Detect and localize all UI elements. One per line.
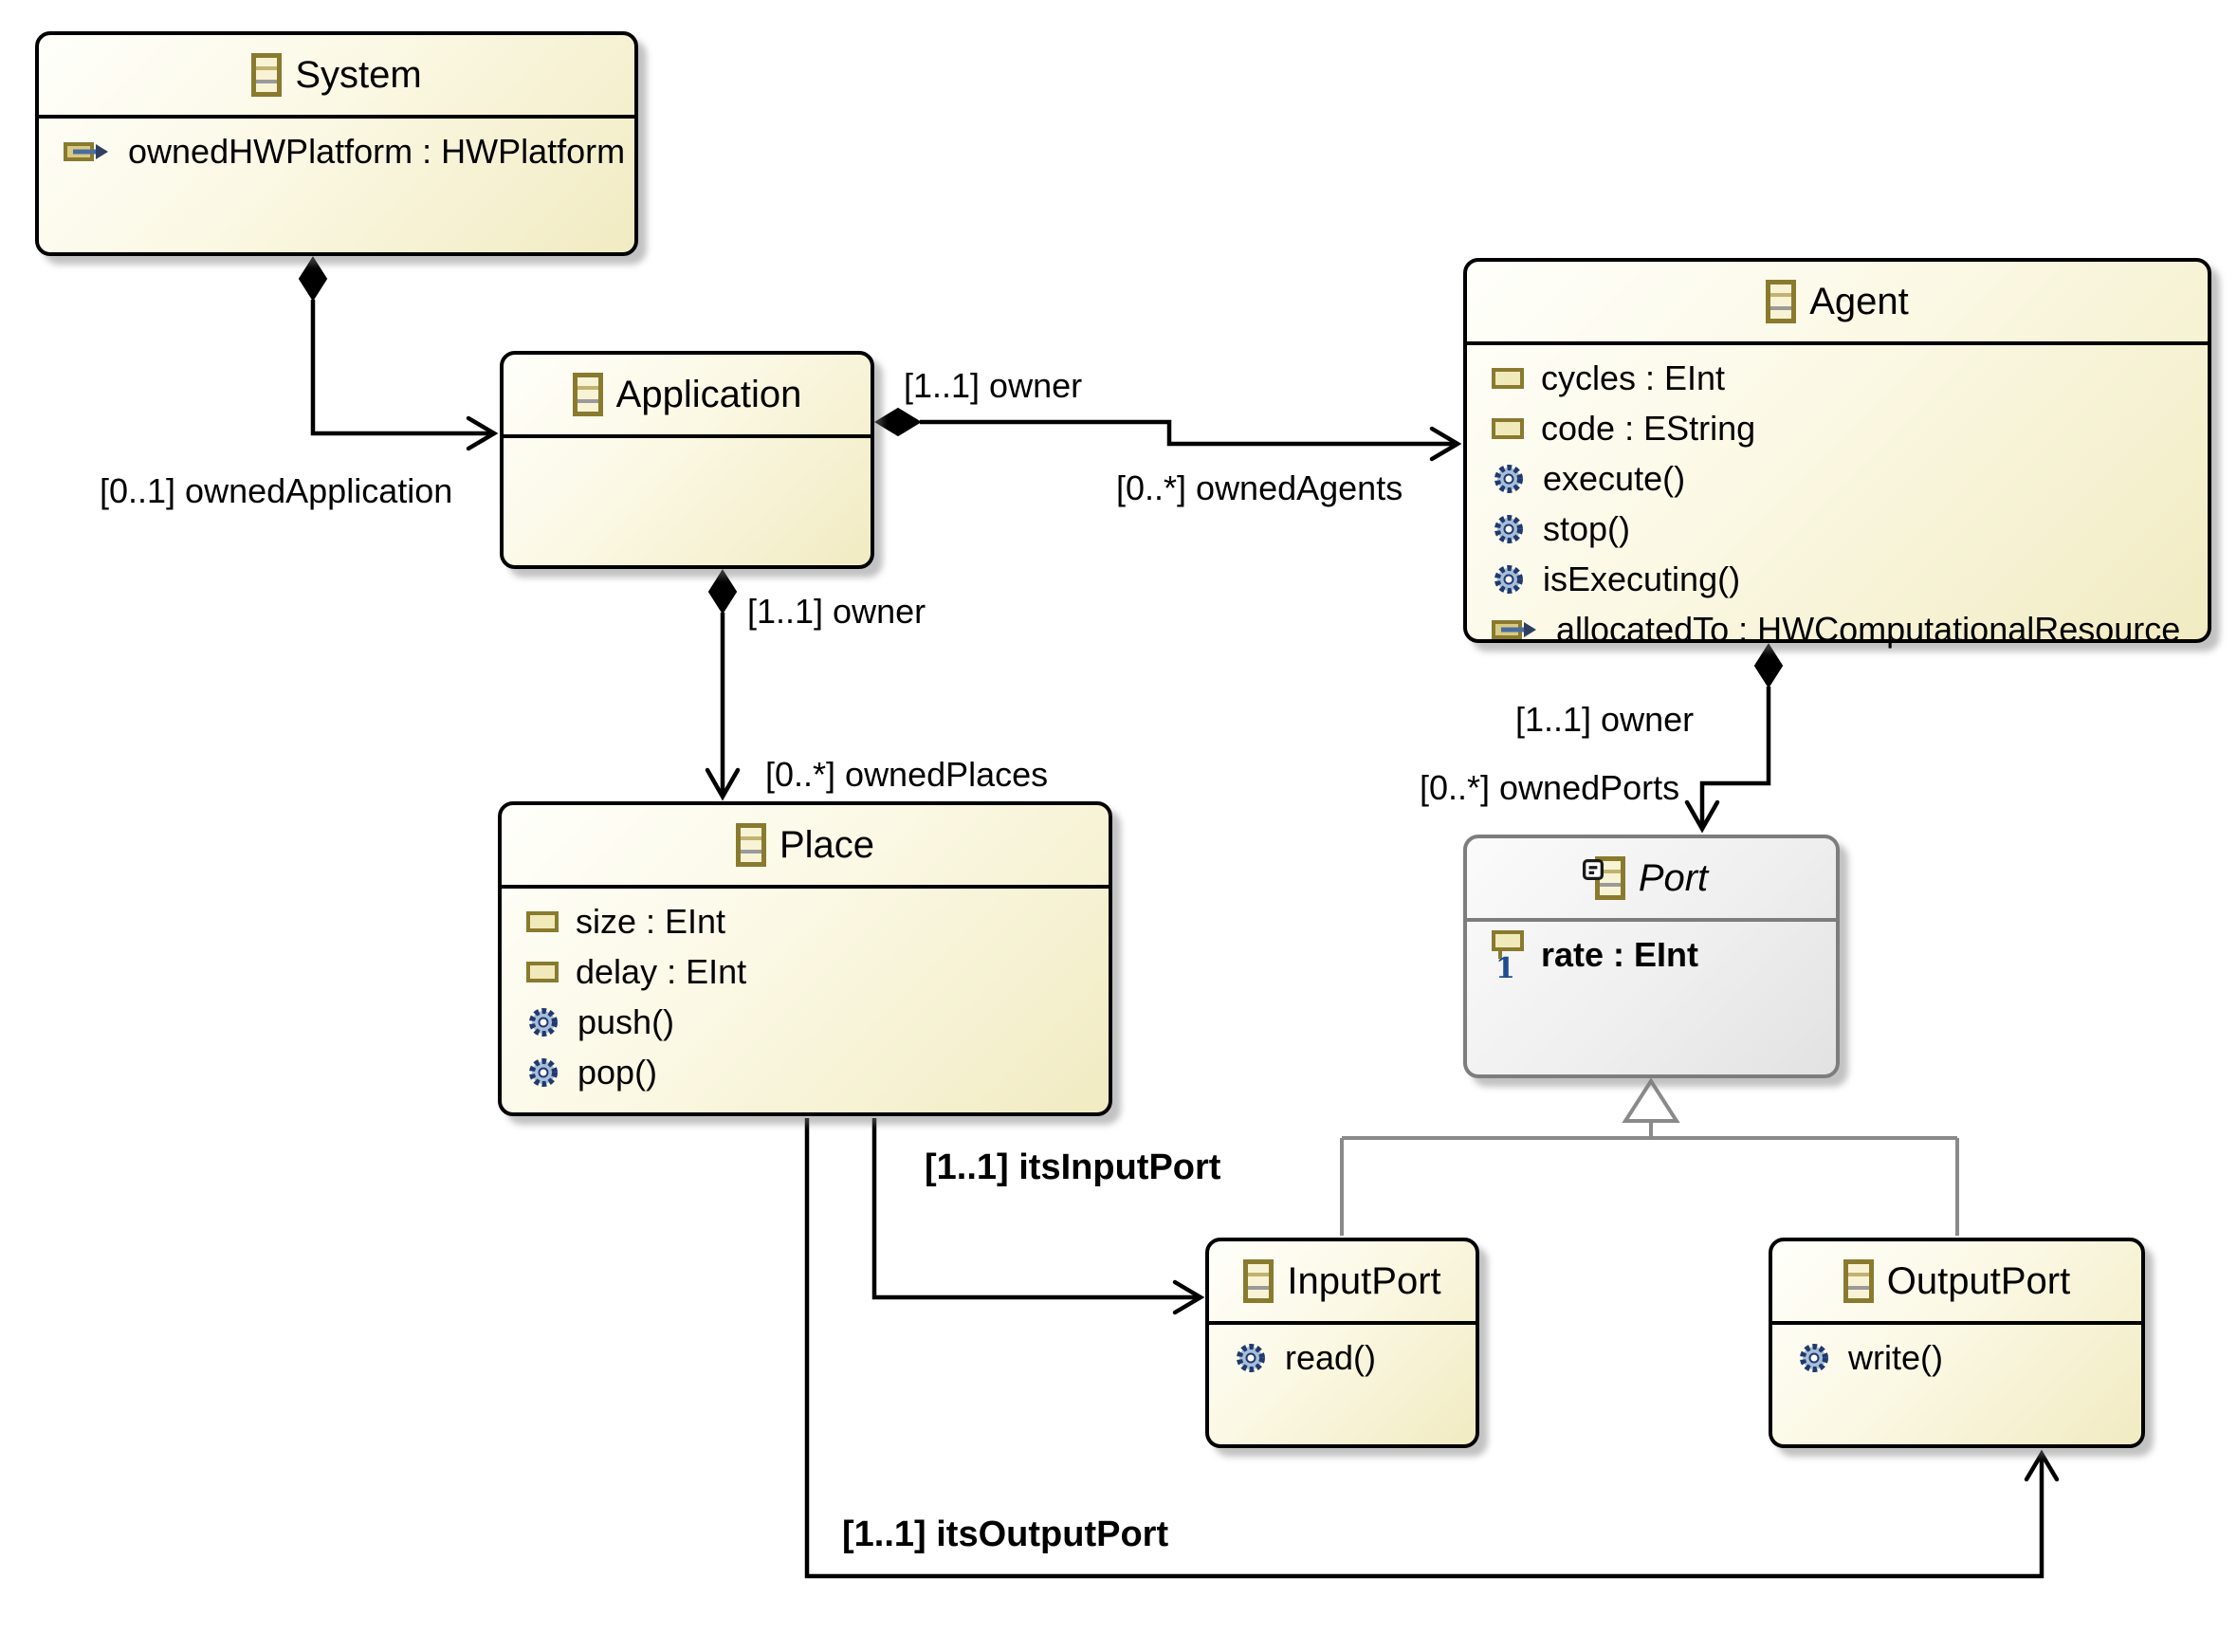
composition-diamond bbox=[707, 569, 738, 615]
operation-label: execute() bbox=[1543, 458, 1686, 498]
operation-gear-icon bbox=[1797, 1341, 1831, 1375]
edge-label-owned-ports[interactable]: [0..*] ownedPorts bbox=[1420, 768, 1680, 807]
operation-row[interactable]: pop() bbox=[526, 1047, 1099, 1097]
reference-row[interactable]: ownedHWPlatform : HWPlatform bbox=[64, 126, 625, 176]
operation-gear-icon bbox=[1492, 512, 1526, 546]
edge-its-output-port[interactable] bbox=[804, 1118, 2060, 1579]
edge-label-owned-agents[interactable]: [0..*] ownedAgents bbox=[1116, 468, 1403, 507]
operation-row[interactable]: push() bbox=[526, 997, 1099, 1047]
class-title-label: Application bbox=[615, 373, 802, 415]
class-icon bbox=[1243, 1259, 1274, 1303]
class-title-place: Place bbox=[502, 805, 1109, 889]
class-icon bbox=[1582, 856, 1625, 900]
operation-label: write() bbox=[1848, 1337, 1943, 1377]
operation-gear-icon bbox=[526, 1005, 560, 1039]
reference-label: allocatedTo : HWComputationalResource bbox=[1556, 609, 2181, 649]
open-arrow-icon bbox=[705, 767, 741, 801]
abstract-badge-icon bbox=[1582, 847, 1604, 890]
attribute-row[interactable]: 1 rate : EInt bbox=[1492, 929, 1826, 980]
attribute-row[interactable]: code : EString bbox=[1492, 403, 2198, 453]
open-arrow-icon bbox=[1429, 426, 1462, 462]
reference-icon bbox=[1492, 617, 1539, 642]
class-icon bbox=[1766, 280, 1797, 323]
open-arrow-icon bbox=[2024, 1449, 2060, 1482]
composition-diamond bbox=[298, 256, 328, 302]
class-title-agent: Agent bbox=[1467, 262, 2208, 345]
attribute-label: size : EInt bbox=[576, 901, 726, 941]
class-box-place[interactable]: Place size : EInt delay : EInt push() bbox=[498, 801, 1112, 1116]
attribute-label: cycles : EInt bbox=[1541, 358, 1726, 397]
svg-text:1: 1 bbox=[1495, 952, 1515, 980]
composition-diamond bbox=[874, 407, 922, 437]
class-title-system: System bbox=[39, 35, 634, 119]
operation-label: stop() bbox=[1543, 508, 1631, 548]
edge-label-owned-places[interactable]: [0..*] ownedPlaces bbox=[765, 755, 1049, 794]
class-title-output-port: OutputPort bbox=[1772, 1241, 2141, 1325]
edge-label-owned-application[interactable]: [0..1] ownedApplication bbox=[100, 471, 453, 510]
operation-gear-icon bbox=[1492, 462, 1526, 496]
reference-icon bbox=[64, 139, 111, 164]
class-box-application[interactable]: Application bbox=[500, 351, 874, 569]
operation-label: read() bbox=[1285, 1337, 1377, 1377]
attribute-row[interactable]: cycles : EInt bbox=[1492, 353, 2198, 403]
class-box-output-port[interactable]: OutputPort write() bbox=[1769, 1238, 2145, 1448]
attribute-label: rate : EInt bbox=[1541, 934, 1699, 974]
attribute-icon bbox=[526, 910, 559, 932]
edge-its-input-port[interactable] bbox=[871, 1118, 1205, 1315]
class-title-input-port: InputPort bbox=[1209, 1241, 1476, 1325]
operation-label: isExecuting() bbox=[1543, 559, 1741, 598]
class-box-port[interactable]: Port 1 rate : EInt bbox=[1463, 835, 1840, 1078]
attribute-icon bbox=[526, 961, 559, 982]
operation-row[interactable]: stop() bbox=[1492, 504, 2198, 554]
attribute-label: delay : EInt bbox=[576, 951, 747, 991]
class-title-label: InputPort bbox=[1287, 1259, 1441, 1302]
reference-label: ownedHWPlatform : HWPlatform bbox=[128, 131, 625, 171]
class-title-label: Place bbox=[779, 823, 875, 866]
edge-owned-ports[interactable] bbox=[1684, 643, 1784, 834]
class-icon bbox=[735, 823, 766, 867]
edge-label-its-output-port[interactable]: [1..1] itsOutputPort bbox=[842, 1514, 1169, 1554]
class-icon bbox=[572, 373, 603, 416]
attribute-row[interactable]: size : EInt bbox=[526, 896, 1099, 946]
operation-gear-icon bbox=[526, 1055, 560, 1090]
attribute-icon bbox=[1492, 367, 1524, 389]
class-box-agent[interactable]: Agent cycles : EInt code : EString execu… bbox=[1463, 258, 2211, 649]
edge-owned-application[interactable] bbox=[298, 256, 499, 451]
class-title-label: Port bbox=[1638, 856, 1709, 899]
edge-owned-agents[interactable] bbox=[874, 407, 1462, 462]
operation-row[interactable]: read() bbox=[1234, 1332, 1466, 1383]
edge-label-owner-port[interactable]: [1..1] owner bbox=[1515, 700, 1695, 739]
edge-label-owner-agent[interactable]: [1..1] owner bbox=[904, 366, 1083, 405]
edge-label-owner-place[interactable]: [1..1] owner bbox=[747, 592, 926, 631]
class-box-system[interactable]: System ownedHWPlatform : HWPlatform bbox=[35, 31, 638, 256]
attribute-icon bbox=[1492, 417, 1524, 439]
operation-label: pop() bbox=[578, 1052, 658, 1092]
operation-row[interactable]: isExecuting() bbox=[1492, 554, 2198, 604]
class-title-label: OutputPort bbox=[1886, 1259, 2071, 1302]
attribute-row[interactable]: delay : EInt bbox=[526, 946, 1099, 997]
generalization-triangle-icon bbox=[1622, 1077, 1680, 1123]
edge-owned-places[interactable] bbox=[705, 569, 741, 801]
class-title-label: System bbox=[295, 53, 422, 96]
operation-row[interactable]: execute() bbox=[1492, 453, 2198, 504]
class-title-label: Agent bbox=[1809, 280, 1909, 322]
class-icon bbox=[251, 53, 283, 97]
attribute-required-icon: 1 bbox=[1492, 929, 1524, 980]
class-icon bbox=[1843, 1259, 1874, 1303]
reference-row[interactable]: allocatedTo : HWComputationalResource bbox=[1492, 604, 2198, 654]
class-title-port: Port bbox=[1467, 838, 1836, 922]
class-title-application: Application bbox=[504, 355, 871, 438]
operation-gear-icon bbox=[1492, 562, 1526, 597]
class-box-input-port[interactable]: InputPort read() bbox=[1205, 1238, 1479, 1448]
open-arrow-icon bbox=[1684, 799, 1720, 834]
open-arrow-icon bbox=[1172, 1279, 1205, 1315]
edge-generalizations[interactable] bbox=[1340, 1077, 1959, 1236]
open-arrow-icon bbox=[466, 415, 499, 451]
operation-gear-icon bbox=[1234, 1341, 1268, 1375]
edge-label-its-input-port[interactable]: [1..1] itsInputPort bbox=[925, 1147, 1221, 1187]
operation-row[interactable]: write() bbox=[1797, 1332, 2132, 1383]
operation-label: push() bbox=[578, 1001, 675, 1041]
attribute-label: code : EString bbox=[1541, 408, 1756, 448]
